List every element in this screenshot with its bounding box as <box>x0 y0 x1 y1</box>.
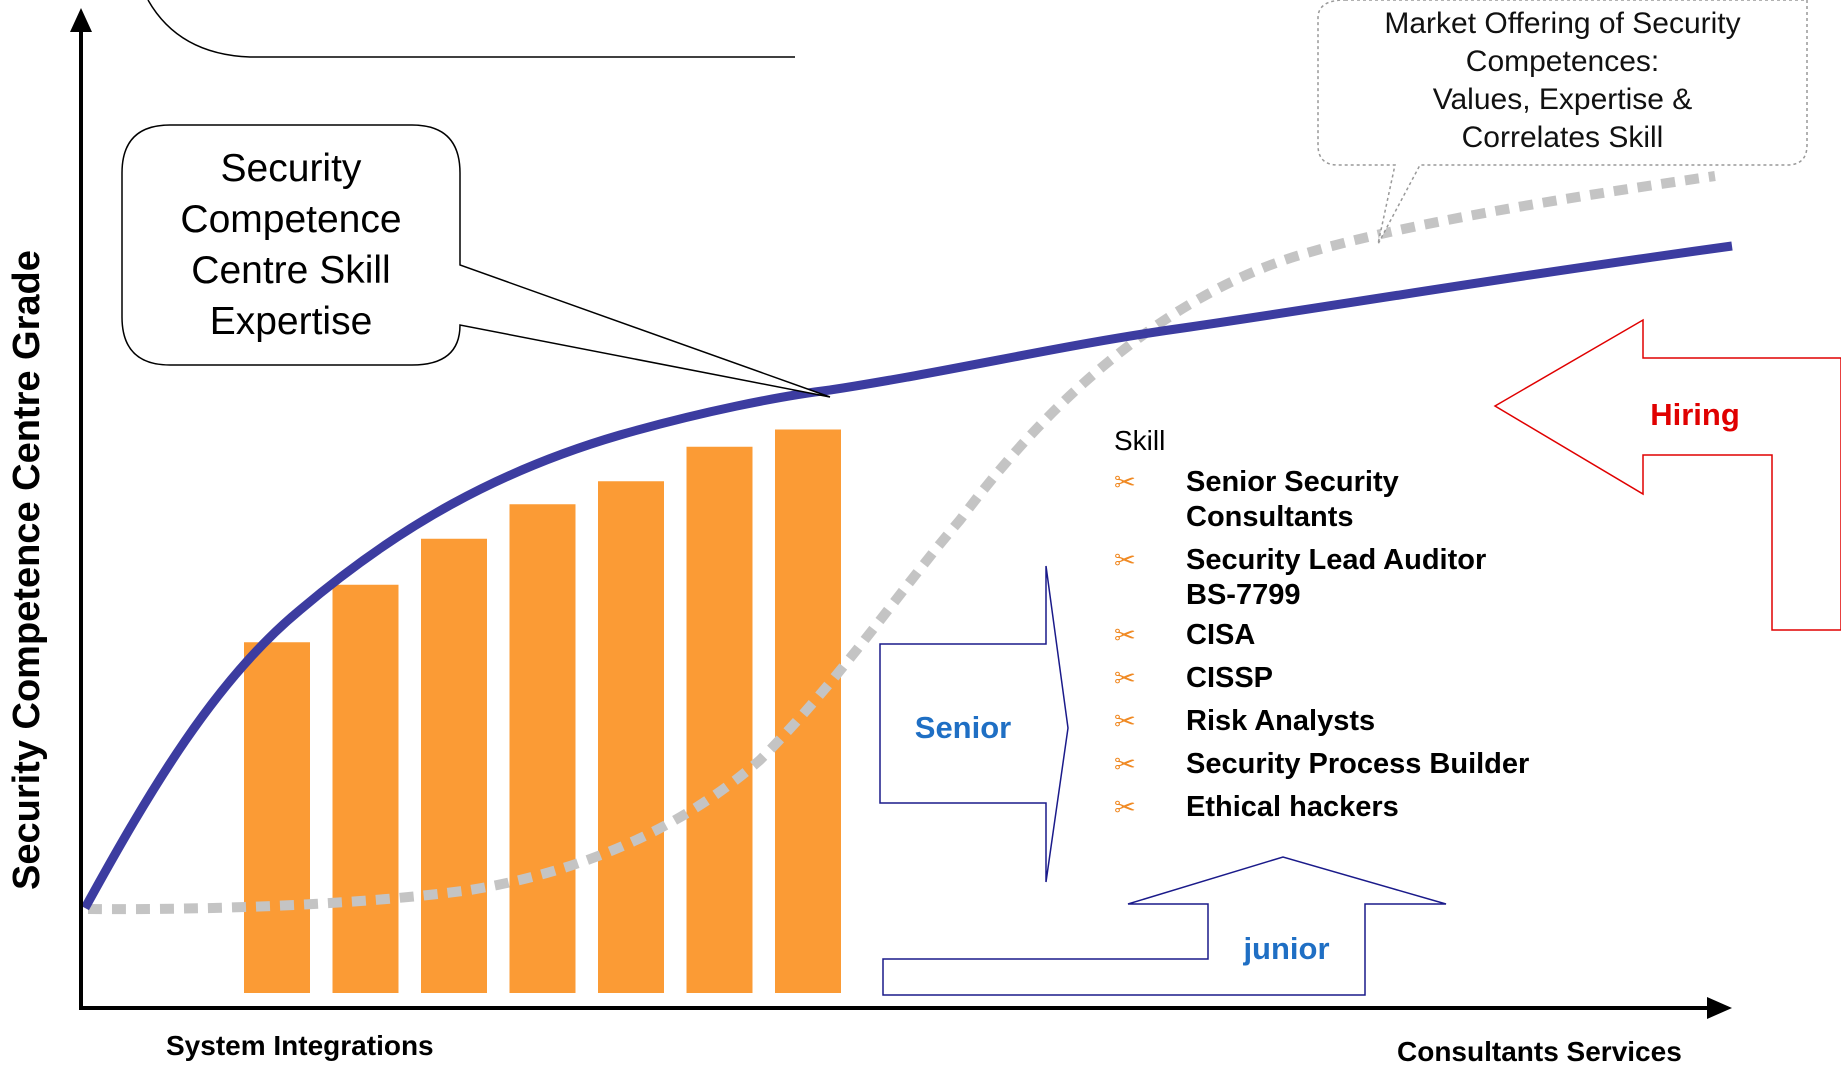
scissors-icon: ✂ <box>1114 792 1136 822</box>
skill-label: Security Process Builder <box>1186 748 1530 780</box>
market-callout-text: Market Offering of Security Competences:… <box>1384 7 1741 154</box>
skill-label: Risk Analysts <box>1186 705 1376 737</box>
scissors-icon: ✂ <box>1114 545 1136 575</box>
top-callout-fragment <box>147 0 795 58</box>
skill-item: ✂ CISA <box>1114 618 1255 653</box>
competence-curve <box>81 241 1733 911</box>
bars <box>244 429 841 993</box>
skills-heading: Skill <box>1114 425 1166 456</box>
skill-item: ✂ Senior Security Consultants <box>1114 465 1399 535</box>
junior-arrow-label: junior <box>1243 931 1330 966</box>
market-callout-shape <box>1317 0 1808 245</box>
bar-5 <box>598 481 664 993</box>
bar-1 <box>244 642 310 993</box>
scissors-icon: ✂ <box>1114 663 1136 693</box>
expertise-callout-text: Security Competence Centre Skill Experti… <box>180 147 402 343</box>
scissors-icon: ✂ <box>1114 706 1136 736</box>
skill-label: CISA <box>1186 619 1256 651</box>
skill-item: ✂ Risk Analysts <box>1114 704 1375 739</box>
bar-3 <box>421 538 487 993</box>
x-axis-right-label: Consultants Services <box>1397 1036 1682 1067</box>
x-axis-arrowhead <box>1707 997 1732 1019</box>
skill-label: Senior Security Consultants <box>1186 466 1399 533</box>
x-axis-left-label: System Integrations <box>166 1030 434 1061</box>
skill-item: ✂ CISSP <box>1114 661 1273 696</box>
hiring-arrow <box>1493 318 1841 631</box>
skill-label: CISSP <box>1186 662 1274 694</box>
expertise-callout-shape <box>121 124 831 398</box>
bar-6 <box>686 446 753 993</box>
skill-label: Ethical hackers <box>1186 791 1399 823</box>
y-axis-arrowhead <box>70 8 92 32</box>
skill-item: ✂ Security Process Builder <box>1114 747 1529 782</box>
hiring-arrow-label: Hiring <box>1650 397 1740 432</box>
y-axis-title: Security Competence Centre Grade <box>6 250 48 890</box>
bar-2 <box>332 584 399 993</box>
scissors-icon: ✂ <box>1114 620 1136 650</box>
skill-item: ✂ Security Lead Auditor BS-7799 <box>1114 543 1486 613</box>
scissors-icon: ✂ <box>1114 467 1136 497</box>
scissors-icon: ✂ <box>1114 749 1136 779</box>
skill-item: ✂ Ethical hackers <box>1114 790 1399 825</box>
bar-4 <box>509 504 576 993</box>
senior-arrow <box>879 565 1069 883</box>
junior-arrow <box>882 856 1447 996</box>
market-offering-curve <box>87 171 1716 915</box>
skill-label: Security Lead Auditor BS-7799 <box>1186 544 1487 611</box>
senior-arrow-label: Senior <box>914 710 1012 745</box>
